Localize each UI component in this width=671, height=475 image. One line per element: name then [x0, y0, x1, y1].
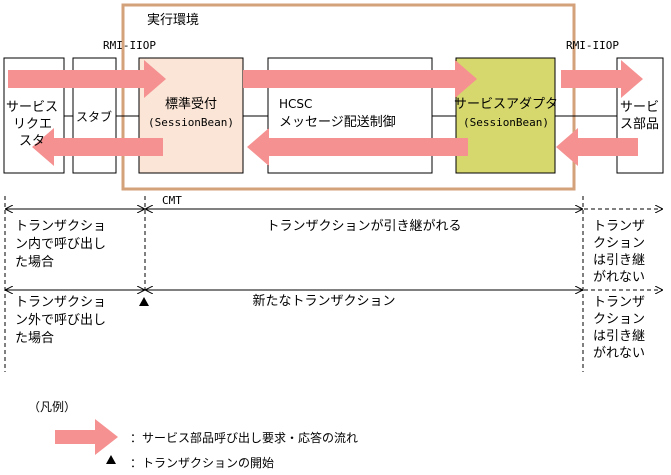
- hcsc-label: HCSC: [279, 97, 312, 111]
- inside-right-line-1: トランザ: [593, 219, 645, 234]
- inside-right-line-2: クション: [593, 236, 645, 251]
- rmi-iiop-left-label: RMI-IIOP: [103, 39, 156, 52]
- request-arrow-3: [561, 60, 643, 98]
- rmi-iiop-right-label: RMI-IIOP: [566, 39, 619, 52]
- inside-left-line-2: ン内で呼び出し: [15, 236, 106, 252]
- outside-right-line-3: は引き継: [593, 329, 645, 344]
- hcsc-sublabel: メッセージ配送制御: [279, 115, 396, 130]
- transaction-start-marker: [139, 297, 149, 306]
- inside-right-line-3: は引き継: [593, 253, 645, 268]
- service-requester-label-3: スタ: [19, 134, 45, 149]
- outside-left-line-1: トランザクショ: [15, 295, 106, 310]
- outside-right-line-2: クション: [593, 312, 645, 327]
- request-arrow-1: [8, 60, 166, 98]
- legend-flow-arrow: [55, 419, 118, 455]
- stub-label: スタブ: [76, 109, 112, 124]
- outside-left-line-2: ン外で呼び出し: [15, 313, 106, 328]
- inside-right-line-4: がれない: [593, 270, 645, 285]
- service-adapter-sublabel: (SessionBean): [463, 116, 549, 129]
- response-arrow-1: [32, 128, 163, 166]
- legend-triangle-icon: [106, 455, 116, 464]
- execution-environment-box: [121, 3, 576, 191]
- flow-arrows: [8, 60, 643, 166]
- legend-triangle-desc: ：トランザクションの開始: [130, 456, 274, 470]
- cmt-label: CMT: [162, 194, 182, 207]
- response-arrow-2: [247, 128, 468, 166]
- outside-right-line-4: がれない: [593, 346, 645, 361]
- outside-right-line-1: トランザ: [593, 295, 645, 310]
- service-adapter-label: サービスアダプタ: [454, 97, 558, 112]
- inside-left-line-1: トランザクショ: [15, 219, 106, 234]
- request-arrow-2: [243, 60, 477, 98]
- outside-left-line-3: た場合: [15, 331, 54, 346]
- service-requester-label-1: サービス: [6, 100, 58, 115]
- standard-receiver-sublabel: (SessionBean): [148, 116, 234, 129]
- service-requester-label-2: リクエ: [13, 117, 52, 132]
- execution-environment-title: 実行環境: [147, 12, 199, 28]
- standard-receiver-label: 標準受付: [165, 96, 217, 112]
- legend-arrow-desc: ：サービス部品呼び出し要求・応答の流れ: [130, 430, 358, 445]
- outside-center-text: 新たなトランザクション: [252, 293, 395, 309]
- inside-center-text: トランザクションが引き継がれる: [266, 219, 461, 234]
- service-component-label-2: ス部品: [620, 117, 659, 132]
- service-component-label-1: サービ: [620, 100, 659, 115]
- response-arrow-3: [556, 128, 638, 166]
- legend-title: （凡例）: [28, 400, 76, 414]
- inside-left-line-3: た場合: [15, 255, 54, 270]
